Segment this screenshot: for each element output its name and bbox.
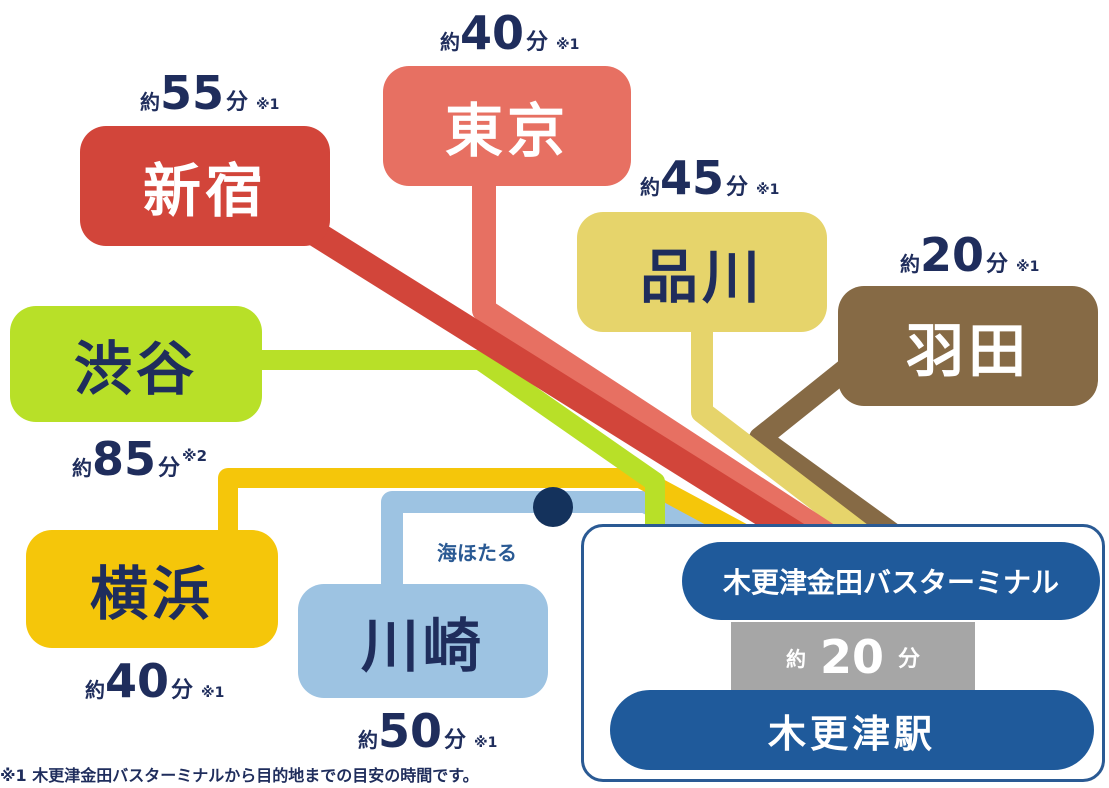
travel-time-yokohama: 約40分※1 bbox=[85, 654, 225, 708]
travel-time-shinagawa: 約45分※1 bbox=[640, 151, 780, 205]
footnote: ※1 木更津金田バスターミナルから目的地までの目安の時間です。 bbox=[0, 766, 479, 785]
transfer-time-value: 20 bbox=[819, 630, 884, 684]
destination-box-kawasaki: 川崎 bbox=[298, 584, 548, 698]
destination-box-shibuya: 渋谷 bbox=[10, 306, 262, 422]
umihotaru-stop-marker bbox=[533, 487, 573, 527]
destination-name-kawasaki: 川崎 bbox=[360, 612, 485, 680]
travel-time-haneda: 約20分※1 bbox=[900, 228, 1040, 282]
destination-box-yokohama: 横浜 bbox=[26, 530, 278, 648]
destination-box-tokyo: 東京 bbox=[383, 66, 631, 186]
travel-time-shinjuku: 約55分※1 bbox=[140, 66, 280, 120]
station-label: 木更津駅 bbox=[767, 711, 936, 756]
destination-name-tokyo: 東京 bbox=[444, 97, 569, 165]
destination-box-haneda: 羽田 bbox=[838, 286, 1098, 406]
transfer-time-prefix: 約 bbox=[785, 646, 806, 671]
route-line-yokohama bbox=[218, 468, 775, 557]
transfer-time-unit: 分 bbox=[898, 647, 921, 672]
destination-name-shibuya: 渋谷 bbox=[73, 335, 198, 403]
destination-box-shinjuku: 新宿 bbox=[80, 126, 330, 246]
umihotaru-label: 海ほたる bbox=[437, 541, 517, 565]
bus-terminal-label: 木更津金田バスターミナル bbox=[722, 566, 1059, 599]
destination-name-yokohama: 横浜 bbox=[89, 560, 214, 628]
route-line-shinjuku bbox=[303, 218, 825, 560]
destination-name-shinjuku: 新宿 bbox=[142, 157, 267, 225]
destination-name-haneda: 羽田 bbox=[905, 317, 1030, 385]
bus-terminal-pill: 木更津金田バスターミナル bbox=[682, 542, 1100, 620]
transfer-time-bar: 約 20 分 bbox=[731, 622, 975, 692]
travel-time-shibuya: 約85分※2 bbox=[72, 432, 208, 486]
route-line-haneda bbox=[749, 357, 919, 557]
destination-name-shinagawa: 品川 bbox=[639, 243, 764, 311]
station-pill: 木更津駅 bbox=[610, 690, 1094, 770]
route-line-tokyo bbox=[472, 178, 855, 559]
travel-time-kawasaki: 約50分※1 bbox=[358, 704, 498, 758]
route-line-shinagawa bbox=[691, 320, 887, 557]
destination-box-shinagawa: 品川 bbox=[577, 212, 827, 332]
travel-time-tokyo: 約40分※1 bbox=[440, 6, 580, 60]
